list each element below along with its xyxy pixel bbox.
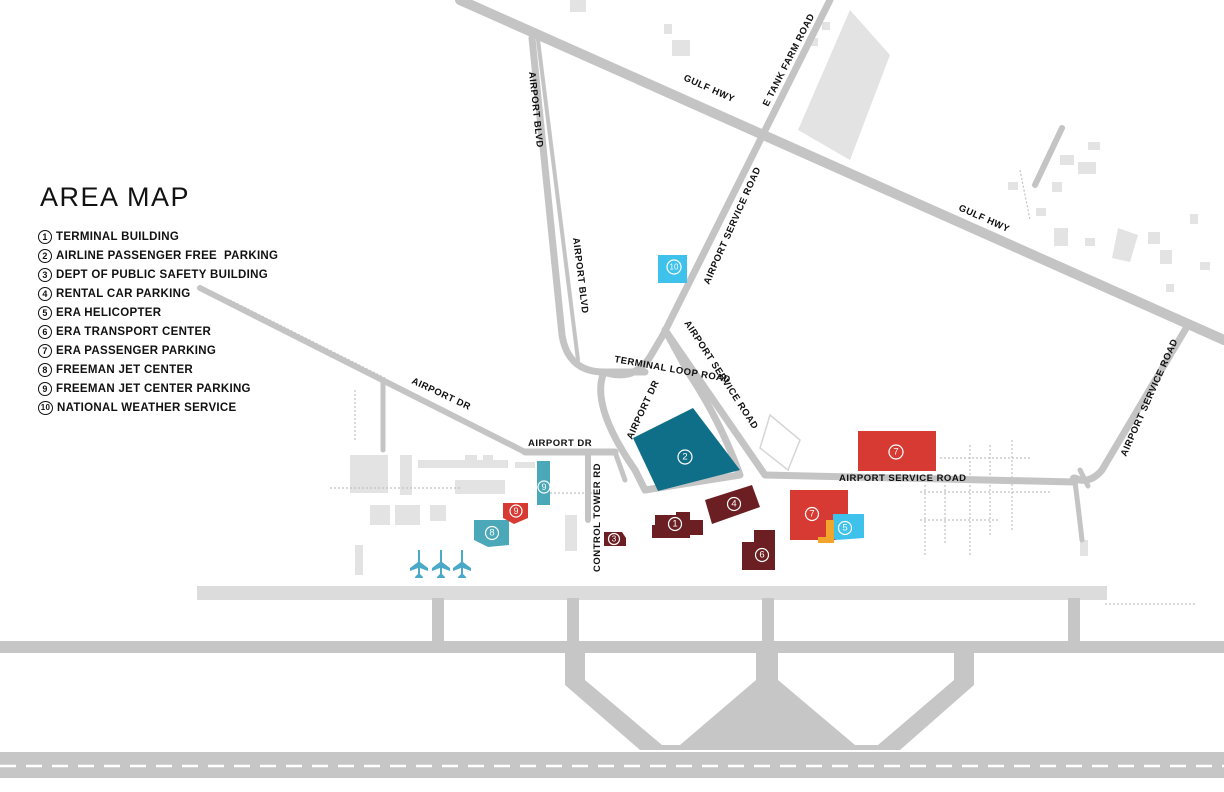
facilities (474, 255, 936, 570)
road-label-e-tank-farm: E TANK FARM ROAD (761, 12, 817, 109)
map-title: AREA MAP (40, 182, 191, 212)
airplane-icon (410, 550, 428, 578)
road-label-airport-blvd-south: AIRPORT BLVD (570, 237, 590, 314)
legend-item: 3 DEPT OF PUBLIC SAFETY BUILDING (38, 265, 278, 284)
rental-car-parking-lot (705, 485, 760, 524)
marker-2 (677, 449, 693, 465)
terminal-building (652, 512, 703, 538)
legend-number: 8 (38, 362, 52, 377)
map-legend: 1 TERMINAL BUILDING 2 AIRLINE PASSENGER FR… (38, 227, 278, 417)
legend-number: 9 (38, 381, 52, 396)
marker-3-label: 3 (612, 535, 617, 544)
marker-9b (537, 480, 551, 494)
legend-label: ERA HELICOPTER (56, 306, 162, 319)
freeman-jet-center-parking (537, 461, 550, 505)
map-markers (484, 259, 904, 563)
era-passenger-parking-lot-north (858, 431, 936, 471)
marker-labels: 1 2 3 4 5 6 7 7 8 9 9 10 (489, 263, 898, 561)
airplane-icon (453, 550, 471, 578)
marker-8 (484, 525, 500, 541)
legend-label: RENTAL CAR PARKING (56, 287, 191, 300)
legend-label: FREEMAN JET CENTER PARKING (56, 382, 251, 395)
marker-9-label: 9 (513, 506, 518, 516)
legend-number: 6 (38, 324, 52, 339)
legend-item: 5 ERA HELICOPTER (38, 303, 278, 322)
marker-6-label: 6 (759, 550, 764, 561)
legend-number: 2 (38, 248, 52, 263)
airfield (0, 586, 1224, 778)
legend-label: NATIONAL WEATHER SERVICE (57, 401, 237, 414)
marker-9b-label: 9 (541, 482, 546, 492)
road-label-control-tower: CONTROL TOWER RD (592, 463, 603, 572)
marker-7b (804, 506, 820, 522)
marker-4-label: 4 (731, 499, 736, 510)
legend-label: TERMINAL BUILDING (56, 230, 180, 243)
legend-item: 1 TERMINAL BUILDING (38, 227, 278, 246)
marker-6 (754, 547, 770, 563)
legend-number: 10 (38, 400, 53, 415)
freeman-jet-center (474, 520, 509, 547)
legend-item: 4 RENTAL CAR PARKING (38, 284, 278, 303)
road-label-airport-service-far-east: AIRPORT SERVICE ROAD (1119, 337, 1181, 458)
airplane-icon (432, 550, 450, 578)
road-label-airport-service-north: AIRPORT SERVICE ROAD (702, 165, 764, 286)
legend-item: 7 ERA PASSENGER PARKING (38, 341, 278, 360)
marker-3 (607, 532, 621, 546)
roads (197, 0, 1224, 543)
marker-9 (509, 504, 523, 518)
legend-item: 9 FREEMAN JET CENTER PARKING (38, 379, 278, 398)
legend-number: 3 (38, 267, 52, 282)
marker-7a (888, 444, 904, 460)
legend-label: AIRLINE PASSENGER FREE PARKING (56, 249, 279, 262)
legend-number: 5 (38, 305, 52, 320)
marker-7a-label: 7 (893, 447, 898, 458)
legend-label: DEPT OF PUBLIC SAFETY BUILDING (56, 268, 268, 281)
marker-1-label: 1 (672, 519, 677, 530)
legend-label: ERA PASSENGER PARKING (56, 344, 217, 357)
legend-item: 6 ERA TRANSPORT CENTER (38, 322, 278, 341)
marker-7b-label: 7 (809, 509, 814, 520)
background-buildings (350, 0, 1210, 575)
era-helicopter (833, 514, 864, 540)
airline-passenger-parking-lot (633, 408, 740, 491)
legend-item: 2 AIRLINE PASSENGER FREE PARKING (38, 246, 278, 265)
legend-item: 8 FREEMAN JET CENTER (38, 360, 278, 379)
legend-number: 1 (38, 229, 52, 244)
legend-label: FREEMAN JET CENTER (56, 363, 194, 376)
legend-number: 4 (38, 286, 52, 301)
marker-8-label: 8 (489, 528, 494, 539)
airplane-icons (410, 550, 471, 578)
marker-5 (837, 520, 853, 536)
marker-5-label: 5 (842, 523, 847, 534)
legend-number: 7 (38, 343, 52, 358)
road-label-airport-dr: AIRPORT DR (528, 438, 592, 449)
marker-2-label: 2 (682, 452, 687, 463)
road-label-airport-service-east: AIRPORT SERVICE ROAD (839, 473, 967, 484)
marker-10-label: 10 (670, 263, 679, 272)
marker-10 (666, 259, 682, 275)
road-labels: GULF HWY GULF HWY E TANK FARM ROAD AIRPO… (410, 12, 1181, 572)
marker-4 (726, 496, 742, 512)
marker-1 (667, 516, 683, 532)
helipad-amber (818, 520, 834, 543)
legend-item: 10 NATIONAL WEATHER SERVICE (38, 398, 278, 417)
legend-label: ERA TRANSPORT CENTER (56, 325, 212, 338)
